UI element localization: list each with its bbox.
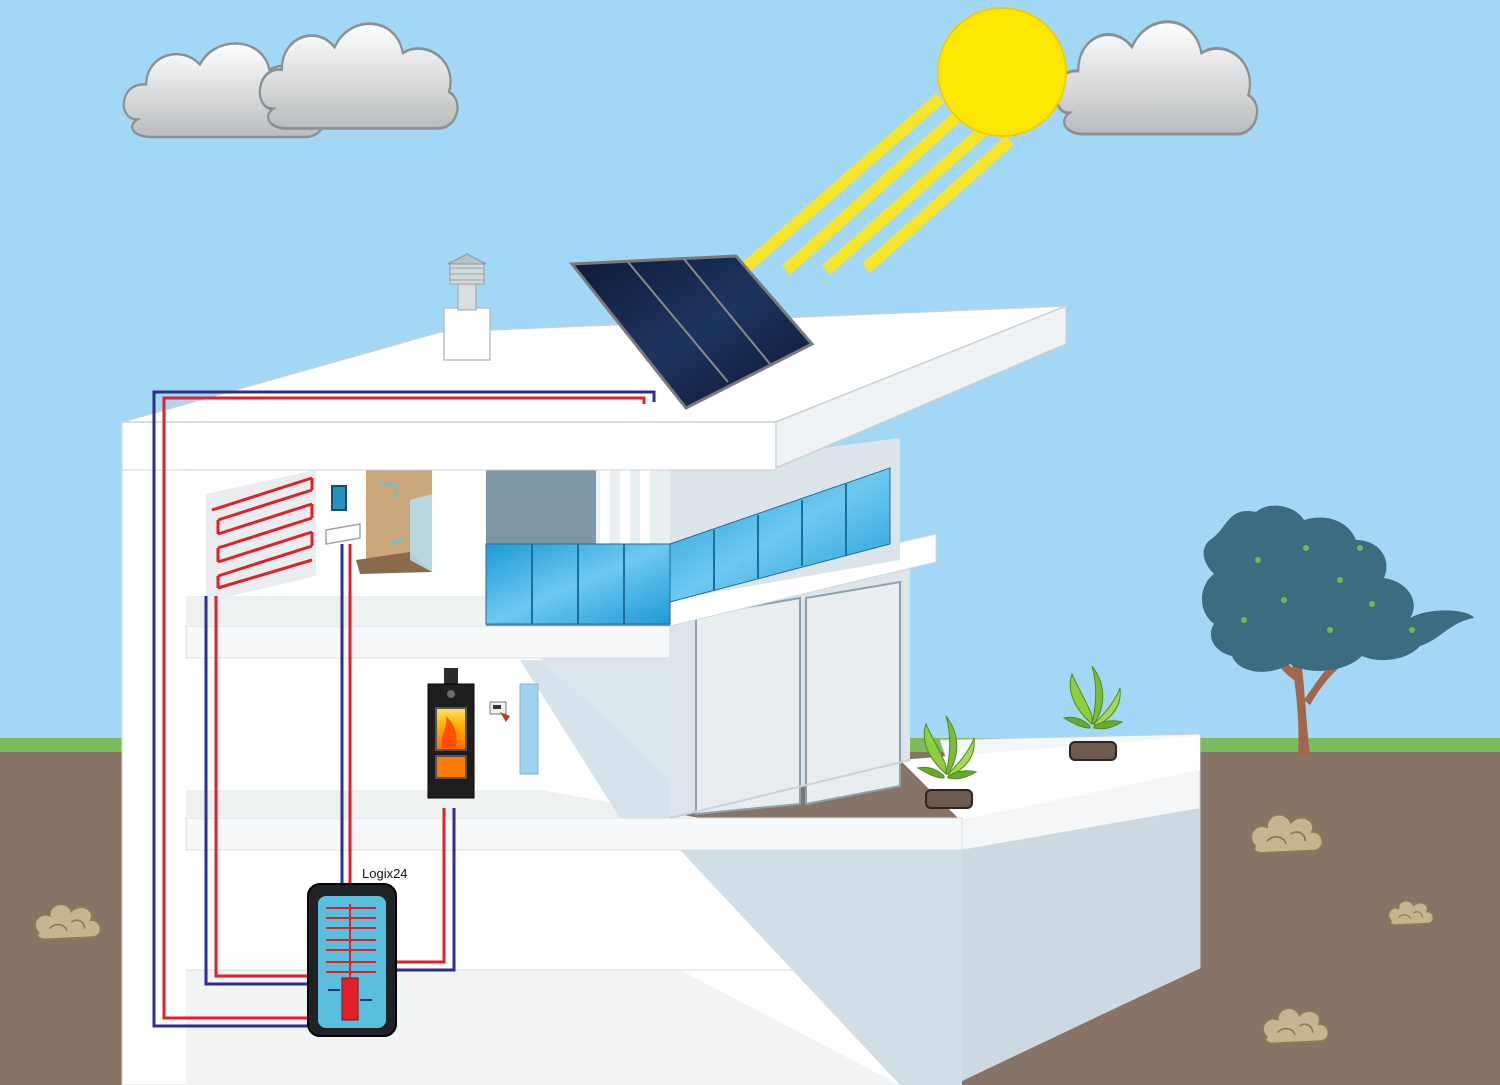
sun-icon xyxy=(741,7,1067,275)
wall-heating-icon xyxy=(206,470,316,600)
glass-railing xyxy=(485,467,891,625)
mirror xyxy=(331,485,347,511)
tree-icon xyxy=(1201,505,1474,755)
buffer-tank-icon xyxy=(307,883,397,1037)
potted-plant-icon xyxy=(917,715,977,809)
pipe-circuit xyxy=(152,390,656,1028)
wood-stove-icon xyxy=(427,668,475,799)
thermostat-icon xyxy=(489,701,510,722)
house: Logix24 xyxy=(121,253,1201,1085)
tank-label: Logix24 xyxy=(362,866,408,881)
chimney-icon xyxy=(443,253,491,361)
potted-plant-icon xyxy=(1063,665,1123,761)
wash-basin xyxy=(325,523,361,545)
solar-panel-icon xyxy=(569,254,815,410)
shower-icon xyxy=(356,470,432,574)
